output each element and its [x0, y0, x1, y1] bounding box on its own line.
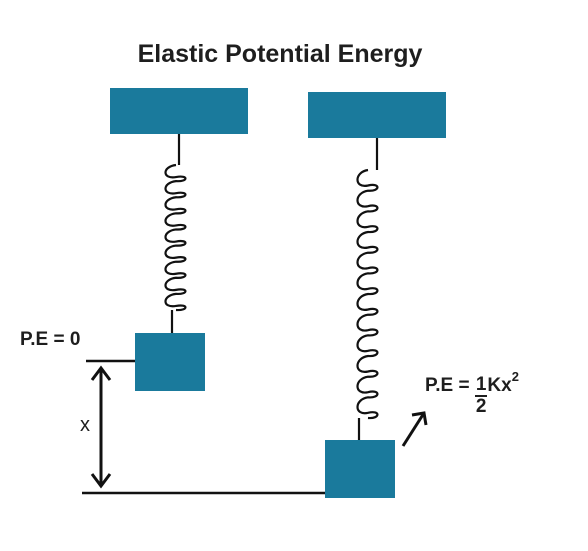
- formula-exponent: 2: [511, 369, 519, 384]
- diagram-title: Elastic Potential Energy: [137, 40, 423, 68]
- potential-energy-formula: P.E = 1 2 Kx2: [425, 369, 519, 417]
- formula-denominator: 2: [475, 396, 487, 417]
- formula-pointer-arrow: [401, 411, 428, 447]
- right-ceiling-block: [308, 92, 446, 138]
- displacement-label: x: [80, 414, 90, 436]
- left-spring: [164, 134, 187, 333]
- formula-body: Kx: [487, 375, 512, 396]
- zero-energy-label: P.E = 0: [20, 329, 81, 350]
- displacement-arrow: [90, 365, 112, 489]
- right-spring: [356, 138, 379, 440]
- formula-fraction: 1 2: [474, 374, 488, 417]
- left-mass: [135, 333, 205, 391]
- right-mass: [325, 440, 395, 498]
- left-ceiling-block: [110, 88, 248, 134]
- formula-prefix: P.E =: [425, 375, 470, 396]
- formula-numerator: 1: [474, 374, 488, 397]
